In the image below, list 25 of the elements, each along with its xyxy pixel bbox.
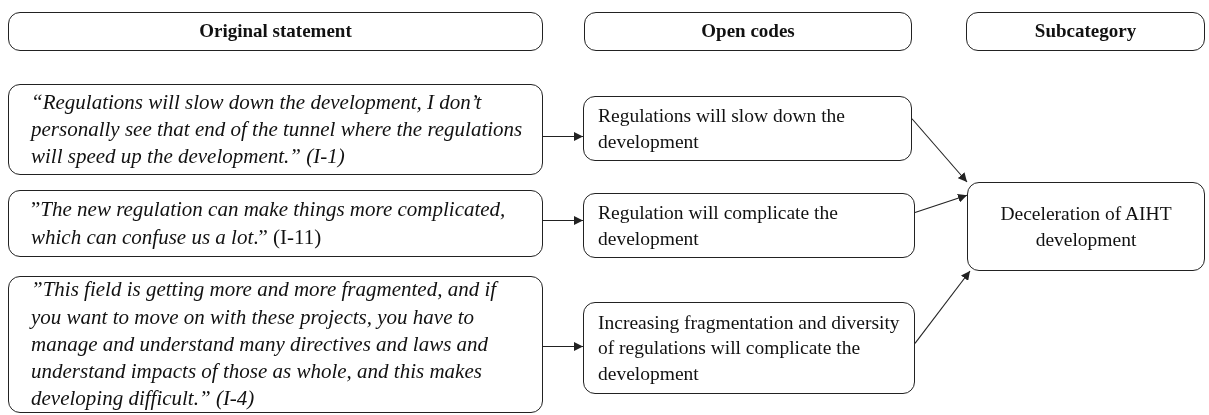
header-text: Original statement — [199, 21, 352, 42]
code-box — [583, 96, 912, 161]
arrow — [542, 342, 584, 351]
code-text: Regulation will complicate the development — [598, 201, 839, 251]
column-header — [8, 12, 543, 51]
subcategory-text: Deceleration of AIHT development — [999, 202, 1173, 252]
arrow — [914, 270, 971, 344]
quote-text: ”This field is getting more and more fragmented, and if you want to move on with these projects, you have to manage and understand many directives and laws and understand impacts of those as whole, and this makes developing difficult.” (I-4) — [31, 276, 500, 413]
quote-text: ”The new regulation can make things more complicated, which can confuse us a lot.” (I-11) — [31, 196, 507, 251]
code-box — [583, 302, 915, 394]
quote-box — [8, 190, 543, 257]
column-header — [584, 12, 912, 51]
code-text: Regulations will slow down the development — [598, 104, 846, 154]
quote-text: “Regulations will slow down the development, I don’t personally see that end of the tunnel where the regulations will speed up the development.” (I-1) — [31, 88, 524, 171]
quote-box — [8, 84, 543, 175]
header-text: Open codes — [701, 21, 795, 42]
column-header — [966, 12, 1205, 51]
code-box — [583, 193, 915, 258]
arrow — [911, 118, 968, 183]
header-text: Subcategory — [1034, 21, 1137, 42]
arrow — [914, 193, 968, 214]
subcategory-box — [967, 182, 1205, 271]
arrow — [542, 132, 584, 141]
code-text: Increasing fragmentation and diversity of regulations will complicate the development — [598, 311, 901, 386]
arrow — [542, 216, 584, 225]
